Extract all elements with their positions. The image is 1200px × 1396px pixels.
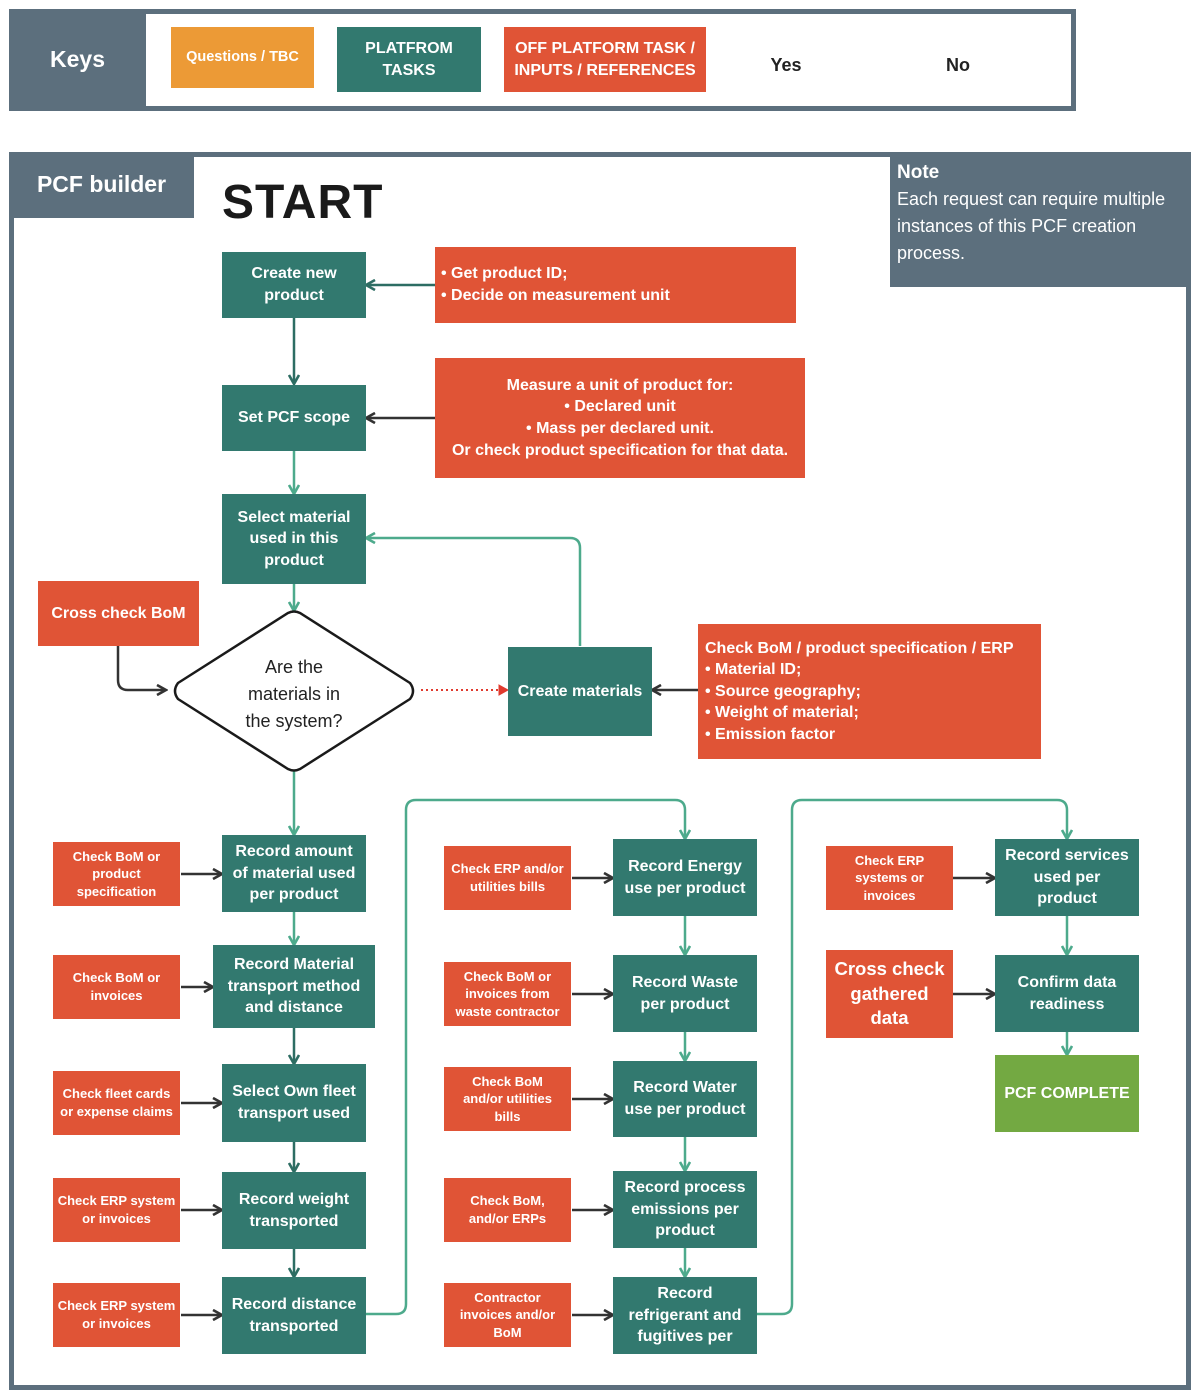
select-material-button[interactable]: Select material used in this product xyxy=(222,494,366,584)
record-weight-button[interactable]: Record weight transported xyxy=(222,1172,366,1249)
check-erp-system-note-1: Check ERP system or invoices xyxy=(53,1178,180,1242)
record-services-button[interactable]: Record services used per product xyxy=(995,839,1139,916)
key-platform-tasks: PLATFROM TASKS xyxy=(337,27,481,92)
check-bom-waste-note: Check BoM or invoices from waste contrac… xyxy=(444,962,571,1026)
keys-title: Keys xyxy=(9,9,146,111)
note-text: Each request can require multiple instan… xyxy=(897,189,1166,263)
key-no-label: No xyxy=(946,55,970,75)
key-off-platform: OFF PLATFORM TASK / INPUTS / REFERENCES xyxy=(504,27,706,92)
check-bom-spec-erp-note: Check BoM / product specification / ERP … xyxy=(698,624,1041,759)
check-erp-systems-note: Check ERP systems or invoices xyxy=(826,846,953,910)
pcf-builder-title: PCF builder xyxy=(9,152,194,218)
key-yes-label: Yes xyxy=(770,55,802,75)
record-distance-button[interactable]: Record distance transported xyxy=(222,1277,366,1354)
check-fleet-cards-note: Check fleet cards or expense claims xyxy=(53,1071,180,1135)
create-materials-button[interactable]: Create materials xyxy=(508,647,652,736)
contractor-invoices-note: Contractor invoices and/or BoM xyxy=(444,1283,571,1347)
select-own-fleet-button[interactable]: Select Own fleet transport used xyxy=(222,1064,366,1142)
decision-question: Are the materials in the system? xyxy=(245,657,343,731)
record-water-button[interactable]: Record Water use per product xyxy=(613,1061,757,1137)
check-bom-or-invoices-note: Check BoM or invoices xyxy=(53,955,180,1019)
create-new-product-button[interactable]: Create new product xyxy=(222,252,366,318)
check-bom-or-spec-note: Check BoM or product specification xyxy=(53,842,180,906)
confirm-data-readiness-button[interactable]: Confirm data readiness xyxy=(995,955,1139,1032)
record-energy-button[interactable]: Record Energy use per product xyxy=(613,839,757,916)
record-refrigerant-button[interactable]: Record refrigerant and fugitives per xyxy=(613,1277,757,1354)
pcf-complete-badge: PCF COMPLETE xyxy=(995,1055,1139,1132)
start-label: START xyxy=(222,176,384,229)
arrow-create-materials-to-select xyxy=(367,538,582,646)
record-waste-button[interactable]: Record Waste per product xyxy=(613,955,757,1032)
measure-unit-input-note: Measure a unit of product for: • Declare… xyxy=(435,358,805,478)
arrow-cross-check-bom-to-decision xyxy=(116,646,165,690)
product-id-input-note: • Get product ID; • Decide on measuremen… xyxy=(435,247,796,323)
record-transport-button[interactable]: Record Material transport method and dis… xyxy=(213,945,375,1028)
arrow-distance-to-energy xyxy=(366,798,685,1316)
cross-check-bom-note: Cross check BoM xyxy=(38,581,199,646)
check-erp-system-note-2: Check ERP system or invoices xyxy=(53,1283,180,1347)
materials-decision-diamond[interactable] xyxy=(172,610,416,772)
check-bom-erps-note: Check BoM, and/or ERPs xyxy=(444,1178,571,1242)
note-box: Note Each request can require multiple i… xyxy=(890,152,1191,287)
arrow-refrigerant-to-services xyxy=(757,798,1067,1316)
record-amount-button[interactable]: Record amount of material used per produ… xyxy=(222,835,366,912)
check-bom-utilities-note: Check BoM and/or utilities bills xyxy=(444,1067,571,1131)
pcf-builder-frame xyxy=(9,152,1191,1390)
record-process-emissions-button[interactable]: Record process emissions per product xyxy=(613,1171,757,1248)
set-pcf-scope-button[interactable]: Set PCF scope xyxy=(222,385,366,451)
note-title: Note xyxy=(897,162,940,183)
cross-check-gathered-data-note: Cross check gathered data xyxy=(826,950,953,1038)
key-questions: Questions / TBC xyxy=(171,27,314,88)
check-erp-utilities-note: Check ERP and/or utilities bills xyxy=(444,846,571,910)
